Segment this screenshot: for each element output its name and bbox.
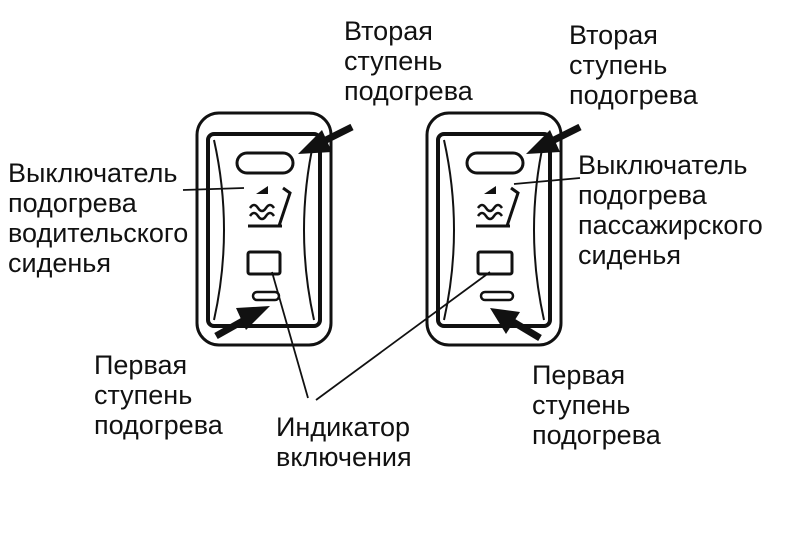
- label-second-stage-left: Вторая ступень подогрева: [344, 16, 473, 106]
- passenger-heater-switch[interactable]: [425, 111, 563, 347]
- label-first-stage-right: Первая ступень подогрева: [532, 360, 661, 450]
- label-driver-switch: Выключатель подогрева водительского сиде…: [8, 158, 189, 278]
- seat-heater-icon: [248, 186, 292, 228]
- passenger-first-stage-mark: [479, 290, 515, 302]
- arrow-icon: [214, 306, 270, 340]
- arrow-icon: [490, 308, 542, 342]
- driver-indicator-lamp: [246, 250, 282, 276]
- leader-lines: [182, 177, 581, 401]
- label-passenger-switch: Выключатель подогрева пассажирского сиде…: [578, 150, 763, 270]
- label-second-stage-right: Вторая ступень подогрева: [569, 20, 698, 110]
- arrow-icon: [526, 123, 582, 154]
- label-indicator: Индикатор включения: [276, 412, 412, 472]
- passenger-indicator-lamp: [476, 250, 514, 276]
- seat-heater-icon: [476, 186, 520, 228]
- passenger-second-stage-mark: [465, 151, 525, 175]
- label-first-stage-left: Первая ступень подогрева: [94, 350, 223, 440]
- driver-first-stage-mark: [251, 290, 281, 302]
- driver-second-stage-mark: [235, 151, 295, 175]
- driver-heater-switch[interactable]: [195, 111, 333, 347]
- arrow-icon: [298, 123, 354, 154]
